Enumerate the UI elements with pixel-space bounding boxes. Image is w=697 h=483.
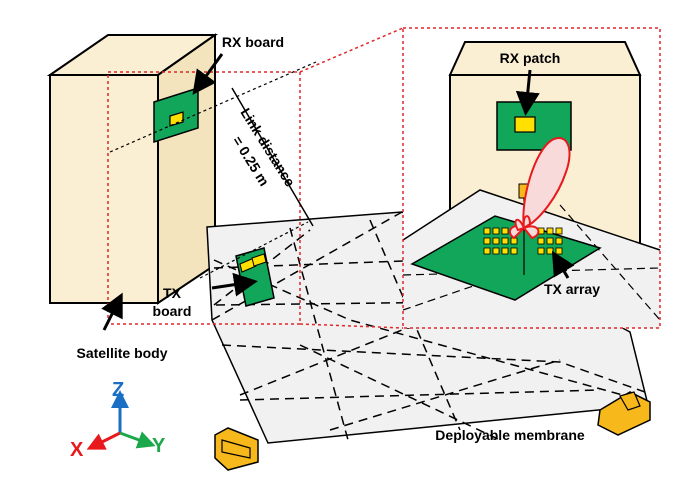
label-tx-board-line2: board <box>153 303 192 319</box>
front-hinge <box>214 427 259 471</box>
axis-label-x: X <box>70 439 84 461</box>
coordinate-axes <box>86 390 156 450</box>
label-satellite-body: Satellite body <box>76 345 167 361</box>
label-rx-board: RX board <box>222 34 284 50</box>
inset-tx-array <box>483 227 563 255</box>
label-rx-patch: RX patch <box>500 50 561 66</box>
inset-view <box>402 27 661 329</box>
annotation-arrows <box>101 53 575 331</box>
label-deployable-membrane: Deployable membrane <box>435 427 585 443</box>
link-distance-marker <box>109 61 317 279</box>
satellite-body <box>46 33 219 305</box>
inset-tx-board <box>410 215 602 301</box>
zoom-connector-lines <box>299 27 404 329</box>
right-hinge <box>597 391 651 436</box>
label-tx-array: TX array <box>544 281 600 297</box>
radiation-pattern <box>509 137 571 240</box>
inset-rx-patch <box>514 116 536 133</box>
axis-label-y: Y <box>152 435 166 457</box>
label-tx-board-line1: TX <box>163 285 182 301</box>
rx-board <box>153 86 199 144</box>
axis-label-z: Z <box>112 379 124 401</box>
